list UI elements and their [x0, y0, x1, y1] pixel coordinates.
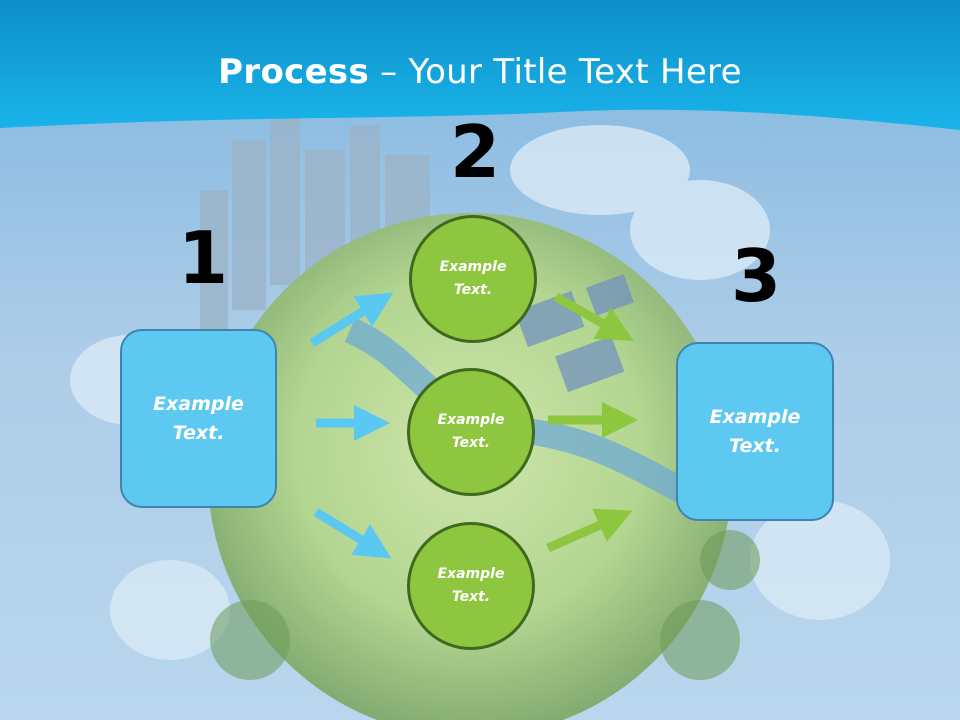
slide-title: Process – Your Title Text Here — [0, 52, 960, 92]
process-circle-bottom: Example Text. — [407, 522, 535, 650]
city-skyline — [200, 115, 430, 330]
input-box-line1: Example — [153, 392, 244, 415]
title-bold: Process — [218, 52, 370, 92]
trees — [210, 530, 760, 680]
title-rest: Your Title Text Here — [408, 52, 742, 92]
input-box: Example Text. — [120, 329, 277, 508]
input-box-line2: Text. — [172, 421, 225, 444]
title-dash: – — [369, 52, 409, 92]
circle-top-line2: Text. — [453, 282, 493, 298]
clouds — [70, 125, 890, 660]
step-number-2: 2 — [450, 110, 501, 194]
circle-middle-line1: Example — [437, 412, 505, 428]
circle-middle-line2: Text. — [451, 435, 491, 451]
arrow-bottom-to-right — [546, 508, 633, 553]
arrow-left-to-top — [309, 292, 394, 347]
title-banner — [0, 0, 960, 130]
arrow-top-to-right — [553, 293, 634, 341]
process-circle-top: Example Text. — [409, 215, 537, 343]
step-number-3: 3 — [731, 234, 782, 318]
circle-bottom-line1: Example — [437, 566, 505, 582]
circle-top-line1: Example — [439, 259, 507, 275]
output-box: Example Text. — [676, 342, 834, 521]
step-number-1: 1 — [178, 216, 229, 300]
process-circle-middle: Example Text. — [407, 368, 535, 496]
arrow-left-to-bottom — [313, 508, 392, 559]
output-box-line2: Text. — [729, 434, 781, 457]
output-box-line1: Example — [709, 405, 801, 428]
circle-bottom-line2: Text. — [451, 589, 491, 605]
